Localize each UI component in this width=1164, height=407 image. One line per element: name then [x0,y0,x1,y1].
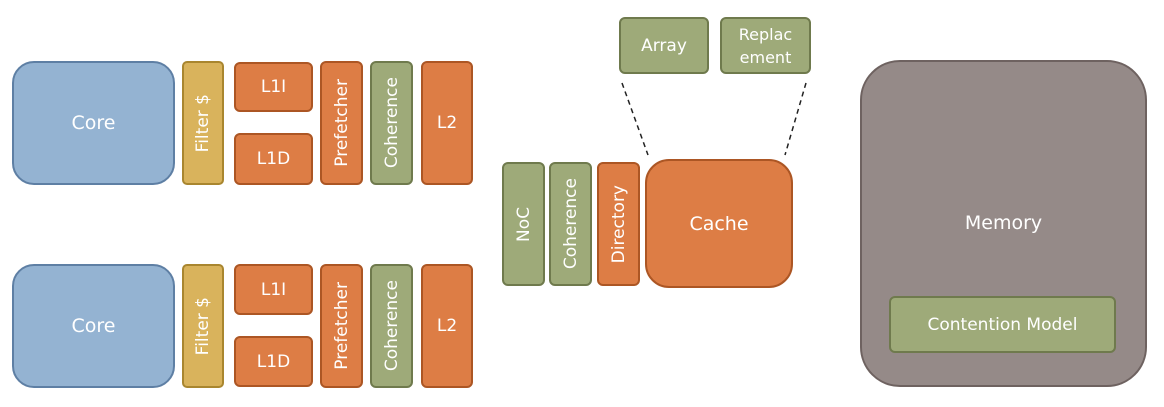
directory-label: Directory [608,184,629,264]
shared-cache-label: Cache [689,212,749,235]
filter-cache-1: Filter $ [182,61,224,185]
shared-cache: Cache [645,159,793,288]
contention-model-label: Contention Model [927,314,1078,335]
l1i-2: L1I [234,264,313,315]
l1i-2-label: L1I [260,279,287,300]
array-label: Array [641,35,687,56]
shared-coherence-label: Coherence [560,178,581,270]
core-2: Core [12,264,175,388]
filter-cache-2-label: Filter $ [193,296,213,356]
l2-1-label: L2 [436,113,458,133]
core-1-label: Core [71,112,116,134]
prefetcher-2: Prefetcher [320,264,363,388]
prefetcher-2-label: Prefetcher [331,282,352,370]
memory-label: Memory [964,212,1043,234]
core-1: Core [12,61,175,185]
directory: Directory [597,162,640,286]
coherence-2: Coherence [370,264,413,388]
l2-2-label: L2 [436,316,458,336]
coherence-2-label: Coherence [381,280,402,372]
prefetcher-1: Prefetcher [320,61,363,185]
filter-cache-1-label: Filter $ [193,93,213,153]
l1d-2-label: L1D [256,351,291,372]
l1i-1: L1I [234,62,313,112]
noc: NoC [502,162,545,286]
l1d-1: L1D [234,133,313,185]
replacement-connector-line [784,82,807,156]
shared-coherence: Coherence [549,162,592,286]
l1i-1-label: L1I [260,77,287,97]
l2-2: L2 [421,264,473,388]
prefetcher-1-label: Prefetcher [331,79,352,167]
filter-cache-2: Filter $ [182,264,224,388]
coherence-1-label: Coherence [381,77,402,169]
l1d-1-label: L1D [256,149,291,169]
array: Array [619,17,709,74]
noc-label: NoC [513,206,534,242]
core-2-label: Core [71,315,116,337]
contention-model: Contention Model [889,296,1116,353]
array-connector-line [621,82,649,156]
l1d-2: L1D [234,336,313,387]
replacement-label-line2: ement [739,47,792,67]
l2-1: L2 [421,61,473,185]
replacement-label-line1: Replac [738,24,793,44]
replacement: Replac ement [720,17,811,74]
coherence-1: Coherence [370,61,413,185]
